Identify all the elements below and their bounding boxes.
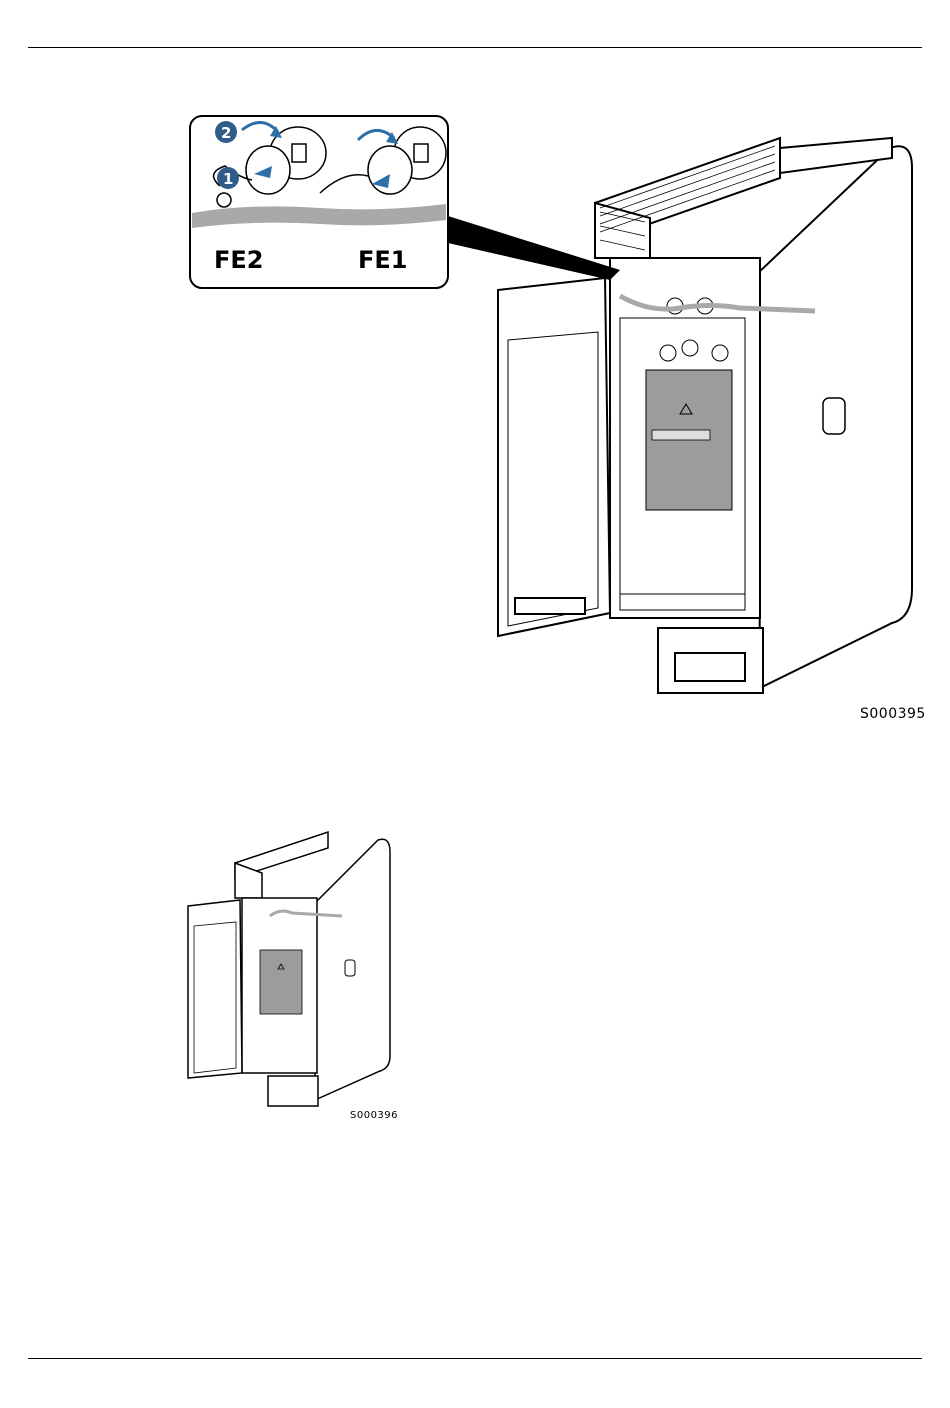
figure-id-label: S000395 bbox=[860, 706, 926, 722]
side-handle bbox=[345, 960, 355, 976]
inverter-module-panel bbox=[260, 950, 302, 1014]
inverter-module-panel bbox=[646, 370, 732, 510]
header-rule bbox=[28, 47, 922, 48]
figure-cabinet-cabled bbox=[180, 828, 400, 1113]
port-label-fe2: FE2 bbox=[214, 246, 264, 274]
svg-text:2: 2 bbox=[221, 124, 231, 142]
footer-rule bbox=[28, 1358, 922, 1359]
port-label-fe1: FE1 bbox=[358, 246, 408, 274]
cabinet-door bbox=[498, 278, 610, 636]
svg-text:1: 1 bbox=[223, 170, 233, 188]
figure-id-label: S000396 bbox=[350, 1110, 398, 1121]
side-handle bbox=[823, 398, 845, 434]
callout-detail-box: 2 1 FE2 FE1 bbox=[190, 116, 448, 288]
figure-cabinet-cabling: 2 1 FE2 FE1 bbox=[180, 108, 920, 708]
